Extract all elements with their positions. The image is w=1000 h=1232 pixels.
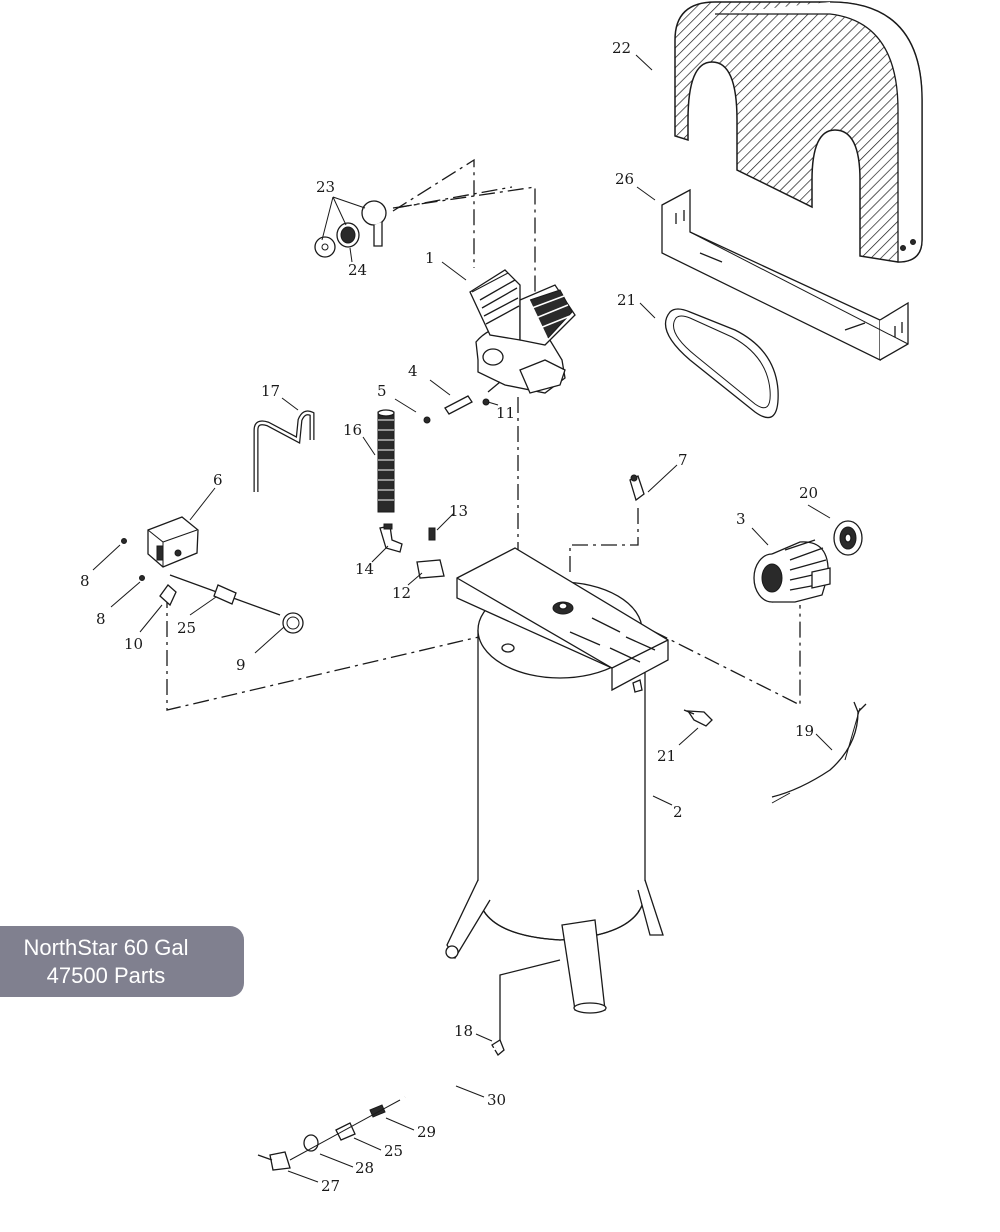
callout-numbers: 22 26 21 23 24 1 4 5 11 17 16 6 7 20 3 1… (80, 39, 818, 1195)
callout-27: 27 (321, 1177, 340, 1195)
callout-28: 28 (355, 1159, 374, 1177)
callout-21: 21 (617, 291, 636, 309)
callout-3: 3 (736, 510, 746, 528)
callout-26: 26 (615, 170, 634, 188)
flex-hose (377, 409, 395, 513)
callout-9: 9 (236, 656, 246, 674)
callout-7: 7 (678, 451, 688, 469)
assembly-leaders (166, 158, 801, 1043)
callout-6: 6 (213, 471, 223, 489)
discharge-tube (253, 410, 315, 492)
callout-11: 11 (496, 404, 515, 422)
pump-hardware (423, 381, 501, 424)
drive-belt (664, 308, 779, 419)
callout-25-upper: 25 (177, 619, 196, 637)
callout-29: 29 (417, 1123, 436, 1141)
callout-30: 30 (487, 1091, 506, 1109)
callout-8-lower: 8 (96, 610, 106, 628)
title-badge[interactable]: NorthStar 60 Gal 47500 Parts (0, 926, 244, 997)
callout-19: 20 (799, 484, 818, 502)
callout-leaders (92, 54, 833, 1183)
callout-2: 2 (673, 803, 683, 821)
callout-8-upper: 8 (80, 572, 90, 590)
compressor-pump (469, 269, 576, 394)
flywheel-parts (314, 200, 387, 258)
callout-15: 16 (343, 421, 362, 439)
callout-25-lower: 25 (384, 1142, 403, 1160)
callout-23: 23 (316, 178, 335, 196)
callout-16: 17 (261, 382, 280, 400)
callout-4: 4 (408, 362, 418, 380)
fittings (379, 523, 445, 579)
pressure-switch (121, 516, 304, 634)
remote-drain (257, 1039, 505, 1171)
power-cord (771, 701, 867, 798)
callout-10: 10 (124, 635, 143, 653)
title-line-2: 47500 Parts (46, 962, 166, 988)
callout-5: 5 (377, 382, 387, 400)
guard-bracket (661, 188, 909, 362)
callout-22: 22 (612, 39, 631, 57)
callout-13: 13 (449, 502, 468, 520)
callout-18: 19 (795, 722, 814, 740)
callout-1: 1 (425, 249, 435, 267)
callout-24: 24 (348, 261, 367, 279)
title-line-1: NorthStar 60 Gal (23, 934, 189, 960)
drain-valve (683, 709, 713, 727)
callout-14: 14 (355, 560, 374, 578)
callout-20: 21 (657, 747, 676, 765)
callout-12: 12 (392, 584, 411, 602)
callout-17: 18 (454, 1022, 473, 1040)
pump-platform (456, 547, 669, 692)
safety-valve (629, 474, 645, 502)
motor (753, 520, 863, 603)
belt-guard (674, 1, 923, 263)
